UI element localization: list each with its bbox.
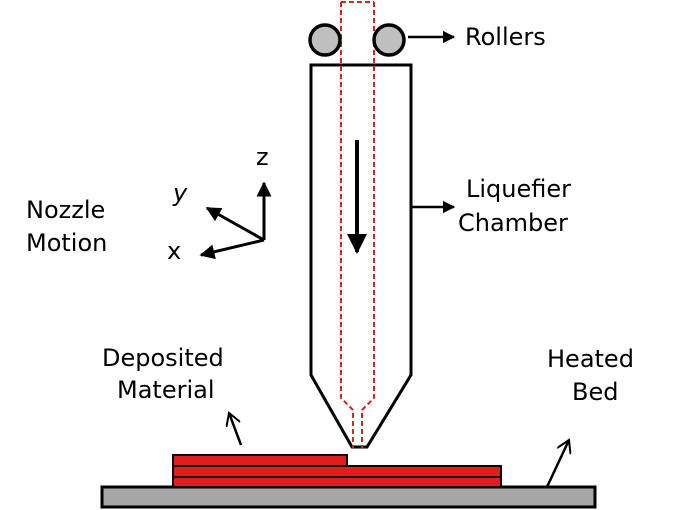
deposited-arrow-icon — [229, 413, 243, 446]
layer-bottom — [172, 476, 502, 488]
heated-bed-label-line1: Heated — [547, 345, 634, 373]
deposited-label-line1: Deposited — [102, 344, 224, 372]
x-axis-arrow-icon — [199, 238, 265, 260]
y-axis-arrow-icon — [205, 206, 265, 242]
deposited-label-line2: Material — [117, 376, 215, 404]
nozzle-motion-label-line2: Motion — [26, 229, 107, 257]
roller-right — [372, 23, 406, 57]
liquefier-label-line2: Chamber — [458, 209, 568, 237]
nozzle-motion-label-line1: Nozzle — [26, 196, 105, 224]
deposited-layers — [172, 454, 502, 488]
x-axis-label: x — [167, 237, 181, 265]
nozzle-motion-axes — [199, 181, 272, 260]
rollers-label: Rollers — [465, 23, 546, 51]
layer-middle — [172, 465, 502, 478]
liquefier-label-line1: Liquefier — [466, 175, 571, 203]
heated-bed — [100, 485, 597, 509]
liquefier-chamber — [309, 63, 413, 449]
z-axis-label: z — [256, 143, 269, 171]
layer-top — [172, 454, 348, 467]
filament-path — [340, 1, 375, 448]
y-axis-label: y — [172, 179, 188, 207]
heated-bed-arrow-icon — [545, 440, 569, 488]
heated-bed-label-line2: Bed — [572, 378, 618, 406]
roller-left — [308, 23, 342, 57]
